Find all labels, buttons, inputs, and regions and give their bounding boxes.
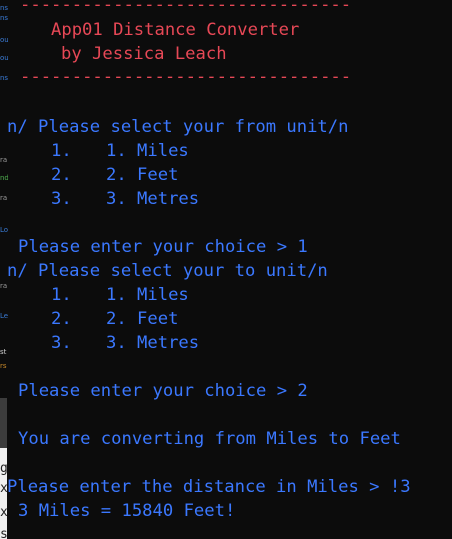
background-text-fragment: st [0, 348, 7, 356]
from-option-label: 3. Metres [106, 189, 200, 209]
header-border-bottom: -------------------------------- [20, 67, 352, 87]
background-text-fragment: ns [0, 74, 8, 82]
conversion-result: 3 Miles = 15840 Feet! [18, 501, 236, 521]
background-text-fragment: rs [0, 362, 7, 370]
background-text-fragment: ns [0, 14, 8, 22]
background-text-fragment: ns [0, 4, 8, 12]
background-text-fragment: ra [0, 282, 8, 290]
to-option-number: 1. [51, 285, 72, 305]
from-option-number: 1. [51, 141, 72, 161]
from-option-label: 2. Feet [106, 165, 179, 185]
to-option-label: 1. Miles [106, 285, 189, 305]
background-panel-edge [0, 398, 7, 539]
background-text-fragment: ou [0, 36, 8, 44]
to-unit-prompt: n/ Please select your to unit/n [7, 261, 328, 281]
background-panel-dark-edge [0, 398, 7, 448]
from-option-label: 1. Miles [106, 141, 189, 161]
background-text-fragment: ra [0, 156, 8, 164]
app-title: App01 Distance Converter [51, 20, 300, 40]
background-text-fragment: x [0, 506, 7, 520]
background-text-fragment: ou [0, 54, 8, 62]
background-text-fragment: x [0, 482, 7, 496]
from-option-number: 2. [51, 165, 72, 185]
to-option-number: 2. [51, 309, 72, 329]
background-text-fragment: s [0, 528, 7, 539]
background-text-fragment: Lo [0, 226, 8, 234]
to-option-label: 2. Feet [106, 309, 179, 329]
to-option-label: 3. Metres [106, 333, 200, 353]
to-choice-input: Please enter your choice > 2 [18, 381, 308, 401]
distance-prompt: Please enter the distance in Miles > !3 [7, 477, 411, 497]
from-unit-prompt: n/ Please select your from unit/n [7, 117, 349, 137]
background-window-edge: ns ns ou ou ns ra nd ra Lo ra Le st rs [0, 0, 8, 539]
from-option-number: 3. [51, 189, 72, 209]
from-choice-input: Please enter your choice > 1 [18, 237, 308, 257]
background-text-fragment: g [0, 462, 7, 476]
background-text-fragment: nd [0, 174, 8, 182]
conversion-summary: You are converting from Miles to Feet [18, 429, 401, 449]
background-text-fragment: Le [0, 312, 8, 320]
header-border-top: -------------------------------- [20, 0, 352, 15]
to-option-number: 3. [51, 333, 72, 353]
app-author: by Jessica Leach [61, 44, 227, 64]
background-text-fragment: ra [0, 194, 8, 202]
